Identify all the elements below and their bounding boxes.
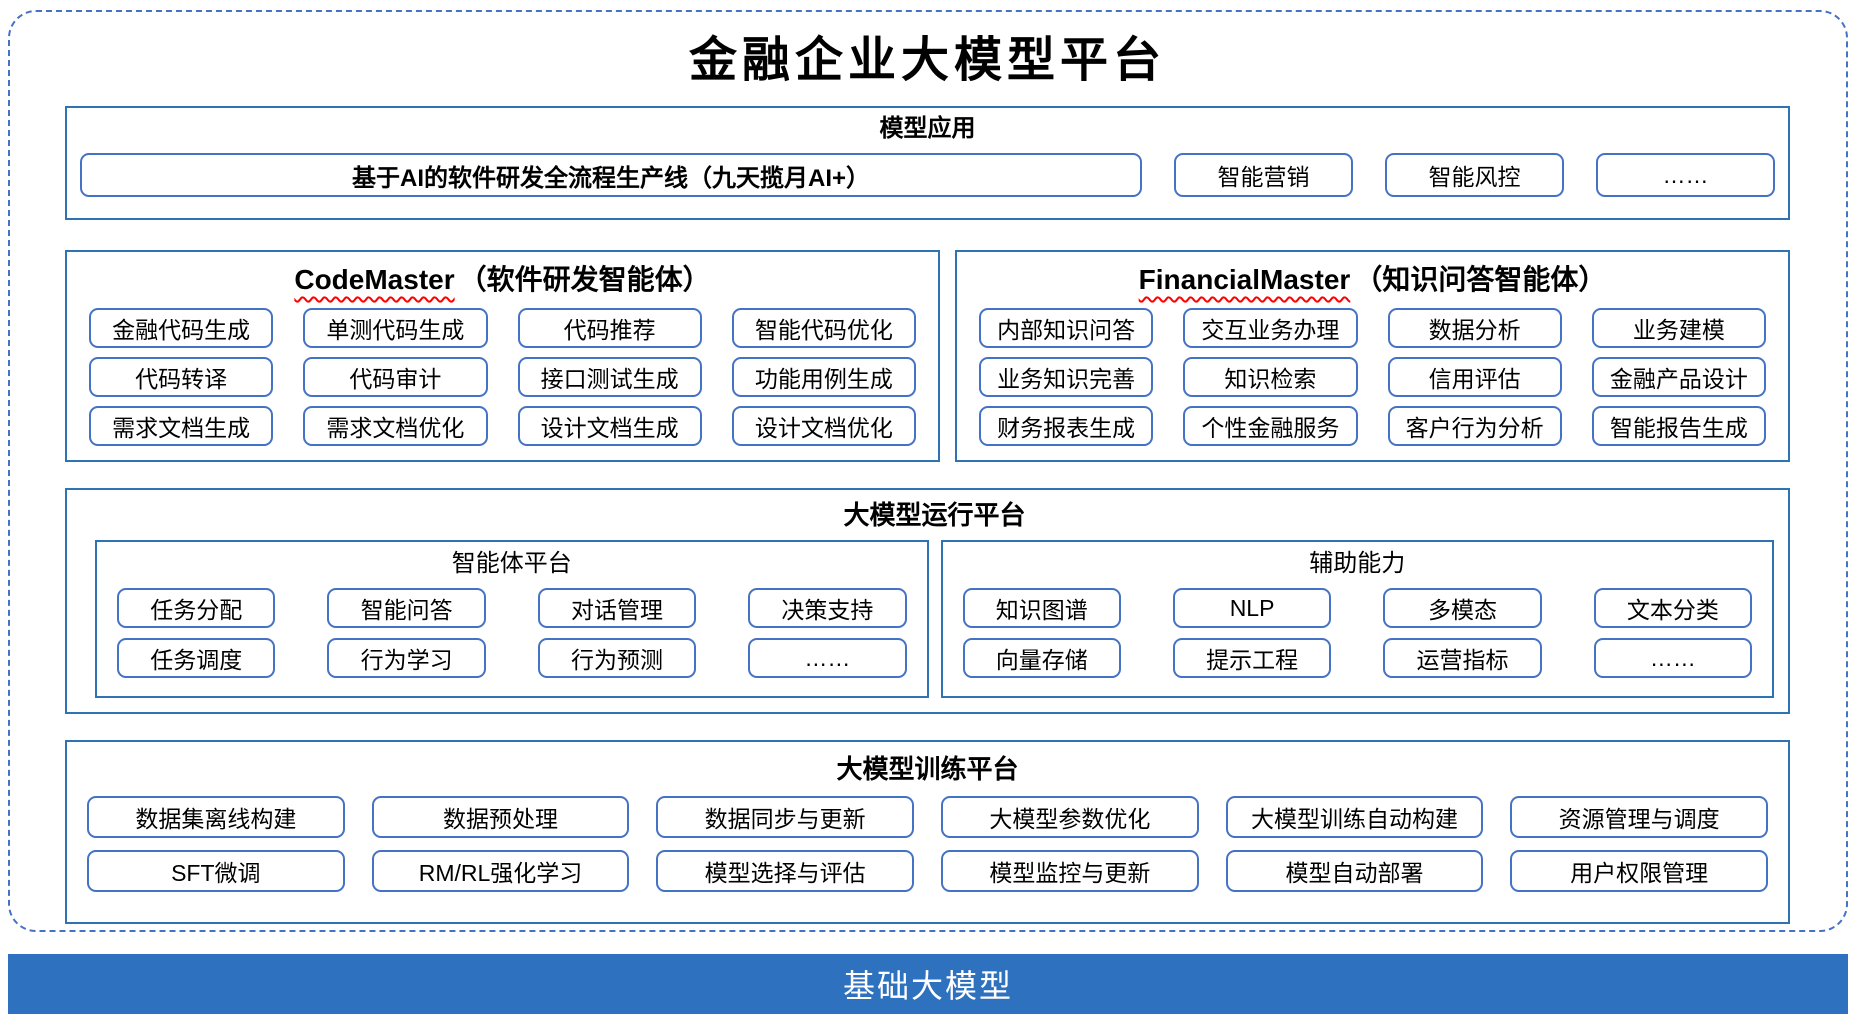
training-platform-item: RM/RL强化学习 [371,850,630,892]
subsection-aux-capabilities: 辅助能力 知识图谱 NLP 多模态 文本分类向量存储 提示工程 运营指标 …… [940,540,1774,698]
code-master-item: 单测代码生成 [303,308,488,348]
model-app-item: 智能风控 [1385,153,1564,197]
financial-master-grid: 内部知识问答交互业务办理数据分析业务建模业务知识完善知识检索信用评估金融产品设计… [979,308,1766,446]
runtime-subpanels-row: 智能体平台 任务分配 智能问答 对话管理 决策支持任务调度 行为学习 行为预测 …… 辅助能… [95,540,1774,698]
code-master-item: 智能代码优化 [731,308,916,348]
model-applications-row: 基于AI的软件研发全流程生产线（九天揽月AI+） 智能营销智能风控 …… [80,153,1775,197]
training-platform-title: 大模型训练平台 [836,754,1019,784]
training-platform-item: 大模型参数优化 [940,796,1199,838]
agent-platform-grid: 任务分配 智能问答 对话管理 决策支持任务调度 行为学习 行为预测 …… [117,588,907,678]
platform-dashed-frame [8,10,1848,932]
training-platform-item: 用户权限管理 [1510,850,1768,892]
section-code-master: CodeMaster（软件研发智能体） 金融代码生成单测代码生成代码推荐智能代码… [65,250,940,462]
aux-capability-item: NLP [1172,588,1332,628]
financial-master-item: 金融产品设计 [1591,357,1766,397]
code-master-item: 代码转译 [89,357,274,397]
financial-master-item: 交互业务办理 [1183,308,1358,348]
foundation-model-bar: 基础大模型 [8,954,1848,1014]
training-platform-grid: 数据集离线构建数据预处理数据同步与更新大模型参数优化大模型训练自动构建资源管理与… [87,796,1768,892]
section-financial-master: FinancialMaster（知识问答智能体） 内部知识问答交互业务办理数据分… [955,250,1790,462]
aux-capability-item: 运营指标 [1383,638,1542,678]
code-master-title-zh: （软件研发智能体） [458,264,711,295]
aux-capability-item: 向量存储 [962,638,1121,678]
code-master-title: CodeMaster（软件研发智能体） [89,260,916,302]
aux-capability-item: …… [1593,638,1752,678]
training-platform-item: 数据同步与更新 [656,796,914,838]
financial-master-title-en: FinancialMaster [1138,264,1351,295]
training-platform-item: 数据预处理 [371,796,630,838]
training-platform-item: 数据集离线构建 [87,796,345,838]
training-platform-item: 模型监控与更新 [940,850,1199,892]
financial-master-item: 财务报表生成 [979,406,1154,446]
code-master-item: 设计文档生成 [517,406,702,446]
subsection-agent-platform: 智能体平台 任务分配 智能问答 对话管理 决策支持任务调度 行为学习 行为预测 …… [95,540,929,698]
agent-platform-item: 任务分配 [117,588,276,628]
page-title: 金融企业大模型平台 [688,32,1166,88]
financial-master-item: 数据分析 [1387,308,1562,348]
model-app-item: 智能营销 [1174,153,1353,197]
aux-capability-item: 多模态 [1383,588,1542,628]
code-master-item: 金融代码生成 [89,308,274,348]
agent-platform-item: 任务调度 [117,638,276,678]
model-app-main-item: 基于AI的软件研发全流程生产线（九天揽月AI+） [80,153,1142,197]
agent-platform-item: 对话管理 [537,588,697,628]
agent-platform-item: …… [748,638,907,678]
financial-master-item: 业务知识完善 [979,357,1154,397]
aux-capability-item: 知识图谱 [962,588,1121,628]
section-model-applications: 模型应用 基于AI的软件研发全流程生产线（九天揽月AI+） 智能营销智能风控 …… [65,106,1790,220]
code-master-item: 需求文档生成 [89,406,274,446]
financial-master-item: 个性金融服务 [1183,406,1358,446]
code-master-item: 代码审计 [303,357,488,397]
financial-master-item: 业务建模 [1591,308,1766,348]
financial-master-item: 信用评估 [1387,357,1562,397]
financial-master-item: 内部知识问答 [979,308,1154,348]
section-runtime-platform: 大模型运行平台 智能体平台 任务分配 智能问答 对话管理 决策支持任务调度 行为学习 行为… [65,488,1790,714]
financial-master-title: FinancialMaster（知识问答智能体） [979,260,1766,302]
financial-master-item: 客户行为分析 [1387,406,1562,446]
training-platform-item: 模型自动部署 [1225,850,1484,892]
code-master-item: 接口测试生成 [517,357,702,397]
diagram-content: 金融企业大模型平台 模型应用 基于AI的软件研发全流程生产线（九天揽月AI+） … [65,16,1790,924]
code-master-item: 代码推荐 [517,308,702,348]
runtime-platform-title: 大模型运行平台 [843,500,1026,530]
agent-platform-item: 决策支持 [748,588,907,628]
section-training-platform: 大模型训练平台 数据集离线构建数据预处理数据同步与更新大模型参数优化大模型训练自… [65,740,1790,924]
training-platform-item: 资源管理与调度 [1510,796,1768,838]
training-platform-item: SFT微调 [87,850,345,892]
financial-master-title-zh: （知识问答智能体） [1354,264,1607,295]
aux-capabilities-grid: 知识图谱 NLP 多模态 文本分类向量存储 提示工程 运营指标 …… [962,588,1752,678]
code-master-item: 需求文档优化 [303,406,488,446]
master-agents-row: CodeMaster（软件研发智能体） 金融代码生成单测代码生成代码推荐智能代码… [65,250,1790,462]
code-master-item: 设计文档优化 [731,406,916,446]
financial-master-item: 智能报告生成 [1591,406,1766,446]
training-platform-item: 模型选择与评估 [656,850,914,892]
code-master-title-en: CodeMaster [294,264,455,295]
aux-capability-item: 提示工程 [1172,638,1332,678]
financial-master-item: 知识检索 [1183,357,1358,397]
aux-capabilities-title: 辅助能力 [1309,550,1406,577]
aux-capability-item: 文本分类 [1593,588,1752,628]
model-applications-title: 模型应用 [879,115,976,142]
code-master-grid: 金融代码生成单测代码生成代码推荐智能代码优化代码转译代码审计接口测试生成功能用例… [89,308,916,446]
agent-platform-item: 行为预测 [537,638,697,678]
model-app-item: …… [1596,153,1775,197]
agent-platform-item: 智能问答 [327,588,486,628]
agent-platform-title: 智能体平台 [451,550,572,577]
code-master-item: 功能用例生成 [731,357,916,397]
agent-platform-item: 行为学习 [327,638,486,678]
training-platform-item: 大模型训练自动构建 [1225,796,1484,838]
